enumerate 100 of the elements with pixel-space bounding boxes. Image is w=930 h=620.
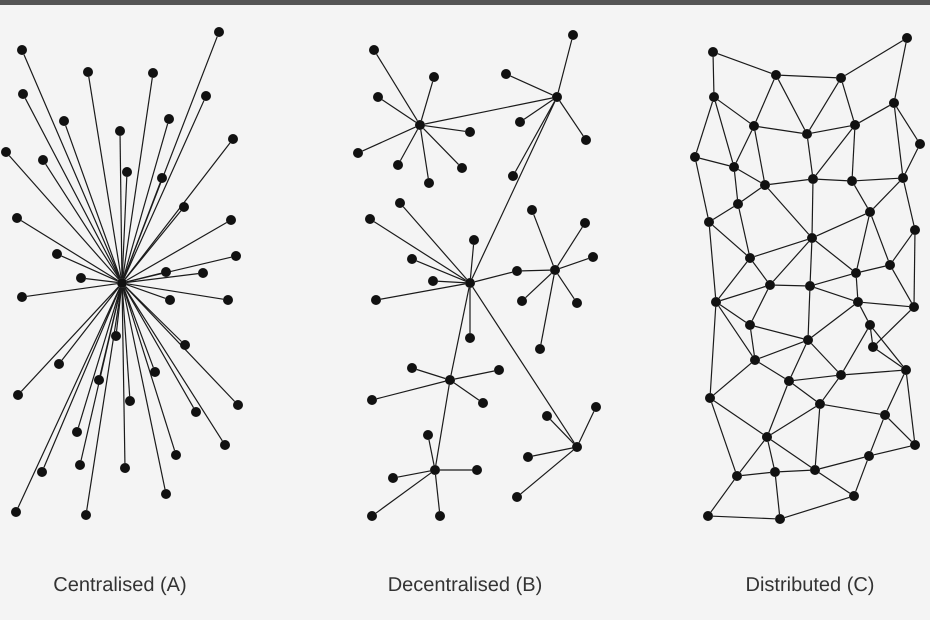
connector-line xyxy=(710,480,735,512)
connector-line xyxy=(896,106,918,140)
network-node xyxy=(880,410,890,420)
network-node xyxy=(445,375,455,385)
connector-line xyxy=(65,126,121,278)
connector-line xyxy=(738,169,761,183)
network-node xyxy=(770,467,780,477)
connector-line xyxy=(560,258,588,269)
connector-line xyxy=(856,216,870,268)
network-node xyxy=(76,273,86,283)
connector-line xyxy=(124,286,223,442)
connector-line xyxy=(852,130,856,176)
network-node xyxy=(164,114,174,124)
network-node xyxy=(850,120,860,130)
connector-line xyxy=(700,158,730,166)
connector-line xyxy=(738,208,750,254)
network-node xyxy=(515,117,525,127)
connector-line xyxy=(695,162,709,218)
network-caption: Distributed (C) xyxy=(746,574,874,597)
connector-line xyxy=(578,411,594,443)
connector-line xyxy=(752,289,768,321)
network-node xyxy=(494,365,504,375)
network-node xyxy=(915,139,925,149)
network-node xyxy=(115,126,125,136)
connector-line xyxy=(696,102,714,152)
connector-line xyxy=(820,456,864,470)
connector-line xyxy=(822,378,839,400)
network-node xyxy=(369,45,379,55)
network-node xyxy=(745,320,755,330)
connector-line xyxy=(844,40,904,76)
network-node xyxy=(805,281,815,291)
connector-line xyxy=(818,472,850,494)
network-node xyxy=(901,365,911,375)
connector-line xyxy=(871,216,889,261)
network-node xyxy=(885,260,895,270)
network-node xyxy=(180,340,190,350)
network-node xyxy=(233,400,243,410)
connector-line xyxy=(818,178,848,182)
connector-line xyxy=(43,287,121,468)
connector-line xyxy=(450,288,470,376)
network-node xyxy=(226,215,236,225)
network-node xyxy=(810,465,820,475)
connector-line xyxy=(718,306,753,356)
network-node xyxy=(122,167,132,177)
connector-line xyxy=(86,278,118,283)
network-node xyxy=(12,213,22,223)
connector-line xyxy=(768,385,788,433)
connector-line xyxy=(812,125,850,134)
connector-line xyxy=(522,270,550,272)
connector-line xyxy=(416,368,446,380)
connector-line xyxy=(400,129,418,161)
network-node xyxy=(732,471,742,481)
connector-line xyxy=(717,53,772,74)
connector-line xyxy=(720,304,746,323)
network-node xyxy=(81,510,91,520)
connector-line xyxy=(856,178,898,182)
network-node xyxy=(465,278,475,288)
connector-line xyxy=(862,302,910,308)
network-node xyxy=(428,276,438,286)
connector-line xyxy=(126,284,166,299)
connector-line xyxy=(20,286,120,392)
network-node xyxy=(703,511,713,521)
connector-line xyxy=(514,101,556,172)
network-node xyxy=(847,176,857,186)
connector-line xyxy=(812,304,854,338)
connector-line xyxy=(770,179,808,185)
connector-line xyxy=(780,74,836,78)
network-node xyxy=(465,333,475,343)
connector-line xyxy=(750,330,755,356)
network-node xyxy=(367,511,377,521)
network-node xyxy=(550,265,560,275)
connector-line xyxy=(758,126,802,134)
network-node xyxy=(54,359,64,369)
network-node xyxy=(367,395,377,405)
network-node xyxy=(508,171,518,181)
connector-line xyxy=(860,306,868,321)
connector-line xyxy=(778,79,806,130)
network-node xyxy=(705,393,715,403)
connector-line xyxy=(122,288,176,450)
network-node xyxy=(704,217,714,227)
network-node xyxy=(478,398,488,408)
network-node xyxy=(38,155,48,165)
network-node xyxy=(17,45,27,55)
connector-line xyxy=(768,442,774,468)
network-node xyxy=(161,489,171,499)
network-node xyxy=(171,450,181,460)
connector-line xyxy=(859,104,890,124)
network-node xyxy=(157,173,167,183)
network-node xyxy=(52,249,62,259)
connector-line xyxy=(811,184,814,234)
network-node xyxy=(849,491,859,501)
network-node xyxy=(708,47,718,57)
connector-line xyxy=(559,100,584,136)
connector-line xyxy=(469,288,471,333)
network-node xyxy=(836,73,846,83)
network-node xyxy=(808,174,818,184)
network-node xyxy=(523,452,533,462)
network-node xyxy=(125,396,135,406)
connector-line xyxy=(792,384,816,402)
connector-line xyxy=(376,472,432,514)
